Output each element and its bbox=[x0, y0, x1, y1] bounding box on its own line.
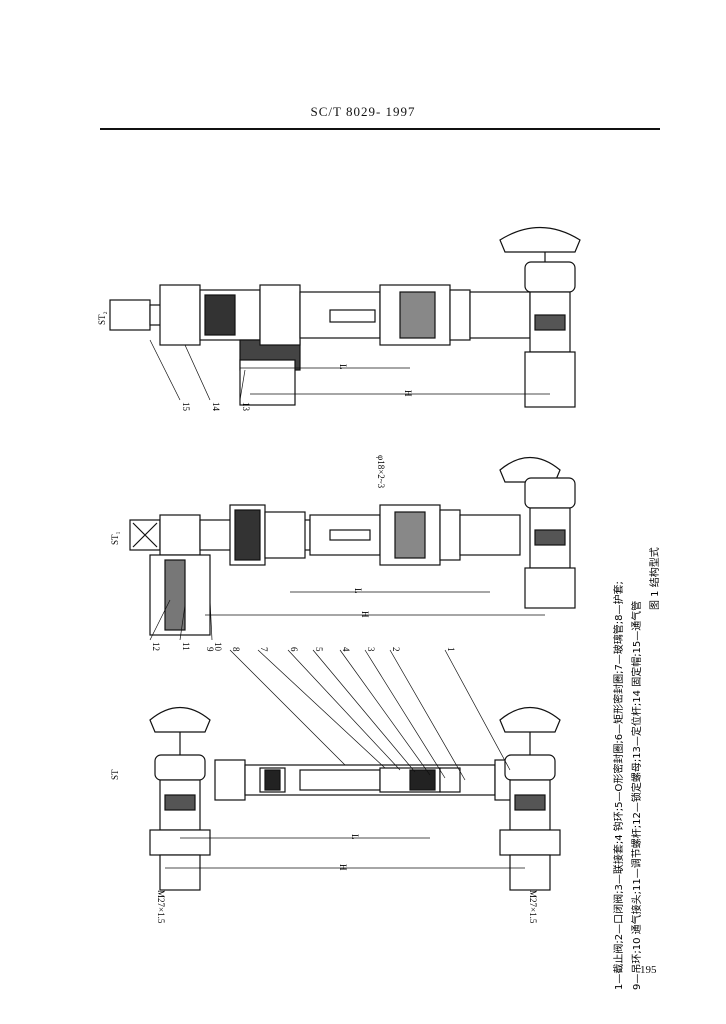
dim-h-st1: H bbox=[360, 611, 370, 618]
figure-legend-line1: 1—截止阀;2—口闭阀;3—联接套;4 钩环;5—O形密封圈;6—矩形密封圈;7… bbox=[612, 581, 625, 990]
part-number: 6 bbox=[289, 647, 299, 652]
leader-lines bbox=[149, 339, 511, 781]
figure-caption: 图 1 结构型式 bbox=[648, 547, 661, 610]
part-number: 8 bbox=[231, 647, 241, 652]
part-number: 1 bbox=[446, 647, 456, 652]
part-number: 11 bbox=[181, 642, 191, 651]
variant-label-st: ST bbox=[110, 769, 120, 780]
part-number: 5 bbox=[314, 647, 324, 652]
dim-thread-st-top: M27×1.5 bbox=[156, 890, 166, 924]
part-number: 13 bbox=[241, 402, 251, 412]
part-number: 15 bbox=[181, 402, 191, 412]
dim-thread-st-bottom: M27×1.5 bbox=[528, 890, 538, 924]
dim-l-st: L bbox=[350, 834, 360, 840]
dim-l-st1: L bbox=[353, 588, 363, 594]
part-numbers: 1 2 3 4 5 6 7 8 9 10 11 12 13 14 15 bbox=[151, 402, 456, 652]
dim-hole-st1: φ18×2~3 bbox=[376, 455, 386, 489]
dim-h-st2: H bbox=[403, 390, 413, 397]
part-number: 14 bbox=[211, 402, 221, 412]
header-rule bbox=[100, 128, 660, 130]
page-number: 195 bbox=[640, 964, 657, 976]
part-number: 12 bbox=[151, 642, 161, 651]
part-number: 3 bbox=[366, 647, 376, 652]
part-number: 9 bbox=[205, 647, 215, 652]
drawing-st bbox=[149, 707, 561, 891]
part-number: 2 bbox=[391, 647, 401, 652]
standard-header: SC/T 8029- 1997 bbox=[310, 104, 416, 119]
drawing-st1 bbox=[129, 457, 576, 636]
part-number: 10 bbox=[213, 642, 223, 652]
drawing-st2 bbox=[109, 226, 581, 408]
variant-label-st1: ST₁ bbox=[110, 531, 120, 545]
dim-l-st2: L bbox=[338, 364, 348, 370]
variant-label-st2: ST₂ bbox=[97, 311, 107, 325]
part-number: 7 bbox=[259, 647, 269, 652]
part-number: 4 bbox=[341, 647, 351, 652]
figure-legend-line2: 9—吊环;10 通气接头;11—调节螺杆;12—锁定螺母;13—定位杆;14 固… bbox=[630, 601, 643, 990]
dim-h-st: H bbox=[338, 864, 348, 871]
